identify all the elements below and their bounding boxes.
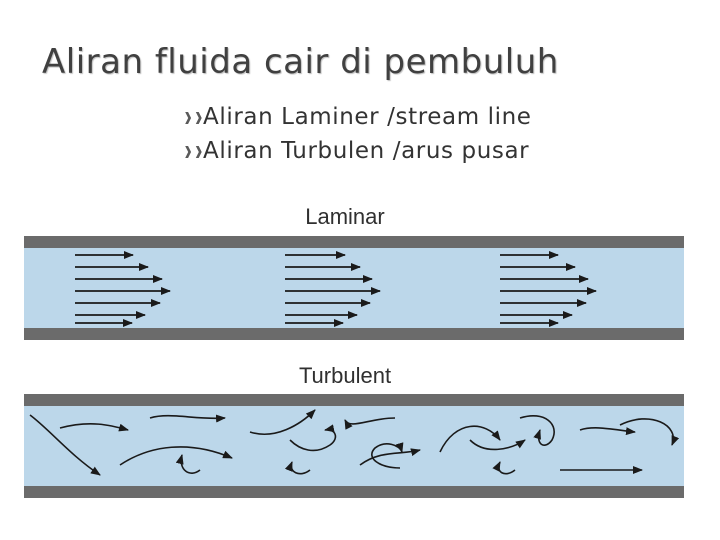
double-chevron-bullet-icon: ❱❱: [183, 110, 203, 124]
laminar-pipe: [24, 236, 684, 340]
bullet-text: Aliran Laminer /stream line: [203, 104, 532, 130]
laminar-label: Laminar: [305, 204, 384, 229]
bullet-text: Aliran Turbulen /arus pusar: [203, 138, 529, 164]
fluid-region: [24, 248, 684, 328]
slide-title: Aliran fluida cair di pembuluh: [42, 42, 559, 82]
bullet-list: ❱❱ Aliran Laminer /stream line ❱❱ Aliran…: [183, 100, 532, 168]
pipe-wall-bottom: [24, 328, 684, 340]
pipe-wall-top: [24, 236, 684, 248]
pipe-wall-top: [24, 394, 684, 406]
pipe-wall-bottom: [24, 486, 684, 498]
bullet-item-laminar: ❱❱ Aliran Laminer /stream line: [183, 100, 532, 134]
bullet-item-turbulent: ❱❱ Aliran Turbulen /arus pusar: [183, 134, 532, 168]
flow-diagram: Laminar: [0, 195, 720, 515]
fluid-region: [24, 406, 684, 486]
turbulent-label: Turbulent: [299, 363, 391, 388]
double-chevron-bullet-icon: ❱❱: [183, 144, 203, 158]
turbulent-pipe: [24, 394, 684, 498]
